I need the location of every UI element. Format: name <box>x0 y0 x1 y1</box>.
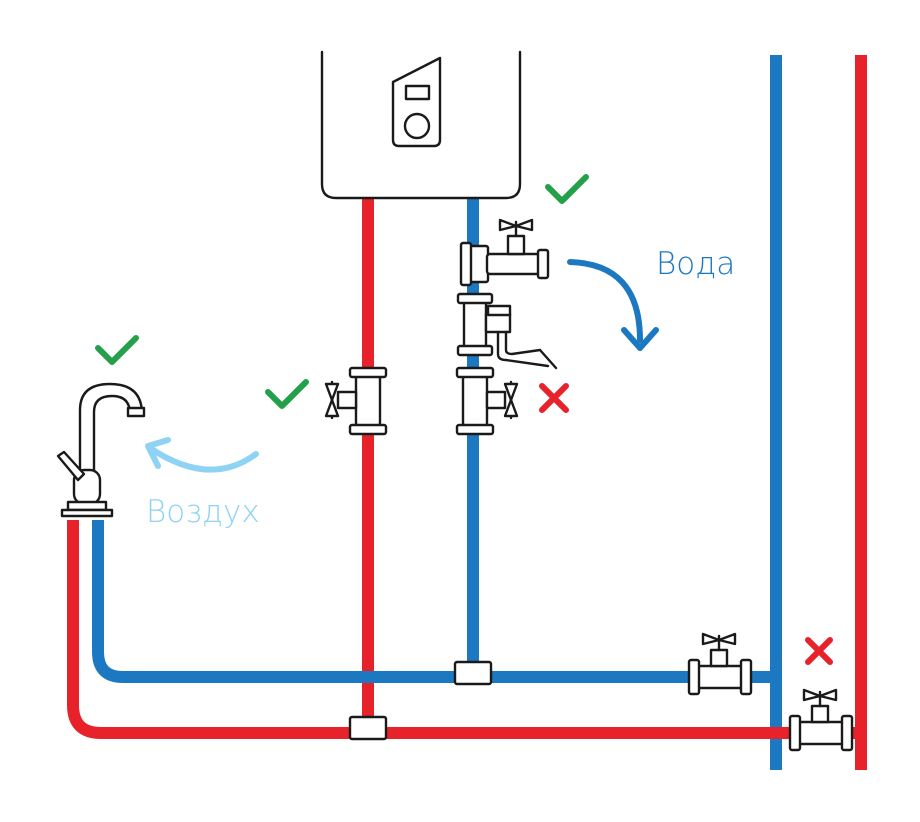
cold-supply-line <box>92 520 776 683</box>
cold-line-tee <box>453 660 493 686</box>
valve-handle <box>498 218 534 232</box>
cold-inlet-valve <box>459 218 550 287</box>
cross-icon <box>539 383 569 413</box>
hot-main-valve <box>788 688 854 752</box>
valve-bonnet <box>506 234 526 256</box>
valve-flange-left <box>459 241 473 287</box>
valve-flange-left <box>687 658 701 696</box>
cold-main-valve <box>687 632 753 696</box>
valve-stem <box>336 390 358 410</box>
valve-bonnet <box>709 648 729 668</box>
water-flow-arrow <box>567 259 659 351</box>
drain-hose-outer <box>504 330 558 370</box>
valve-flange-top <box>348 366 388 379</box>
valve-stem <box>485 390 507 410</box>
air-arrow-curve <box>147 445 259 473</box>
faucet <box>56 382 146 518</box>
air-label: Воздух <box>146 494 260 530</box>
valve-handle <box>802 688 838 702</box>
faucet-plate <box>60 508 114 518</box>
check-icon <box>545 174 589 204</box>
heater-knob <box>403 112 431 140</box>
faucet-lever <box>56 450 86 482</box>
valve-handle-grip-2 <box>503 398 519 418</box>
hot-outlet-valve <box>324 366 388 436</box>
water-arrow-head <box>621 327 659 351</box>
hot-line-tee <box>348 715 388 741</box>
valve-body <box>794 720 846 746</box>
cross-icon <box>805 637 833 665</box>
valve-flange-right <box>840 714 854 752</box>
cold-lower-valve <box>455 366 519 436</box>
heater-display <box>404 84 431 101</box>
air-flow-arrow <box>145 437 259 473</box>
hot-supply-line <box>67 520 861 739</box>
valve-flange-bottom <box>455 423 495 436</box>
valve-handle-grip-2 <box>324 398 340 418</box>
faucet-spout-tip <box>126 406 146 418</box>
valve-body <box>693 664 745 690</box>
valve-handle-grip <box>503 382 519 402</box>
check-icon <box>265 379 309 409</box>
valve-body <box>461 374 489 428</box>
valve-bonnet <box>810 704 830 724</box>
valve-body <box>354 374 382 428</box>
faucet-spout-inner <box>92 394 132 472</box>
valve-handle <box>701 632 737 646</box>
drain-hose <box>496 330 550 368</box>
valve-flange-bottom <box>348 423 388 436</box>
valve-flange-bottom <box>456 344 494 357</box>
valve-flange-left <box>788 714 802 752</box>
valve-flange-top <box>456 292 494 305</box>
valve-lever-box <box>484 312 512 334</box>
water-label: Вода <box>656 246 735 282</box>
valve-body <box>485 252 541 276</box>
air-arrow-head <box>145 437 171 469</box>
check-icon <box>95 335 139 365</box>
valve-flange-right <box>536 248 550 280</box>
faucet-spout <box>78 382 144 472</box>
water-heater <box>320 50 522 200</box>
valve-body <box>462 300 488 350</box>
valve-lever <box>486 304 512 317</box>
water-arrow-curve <box>567 259 643 343</box>
valve-handle-grip <box>324 382 340 402</box>
valve-flange-top <box>455 366 495 379</box>
safety-valve <box>456 292 558 370</box>
valve-flange-right <box>739 658 753 696</box>
